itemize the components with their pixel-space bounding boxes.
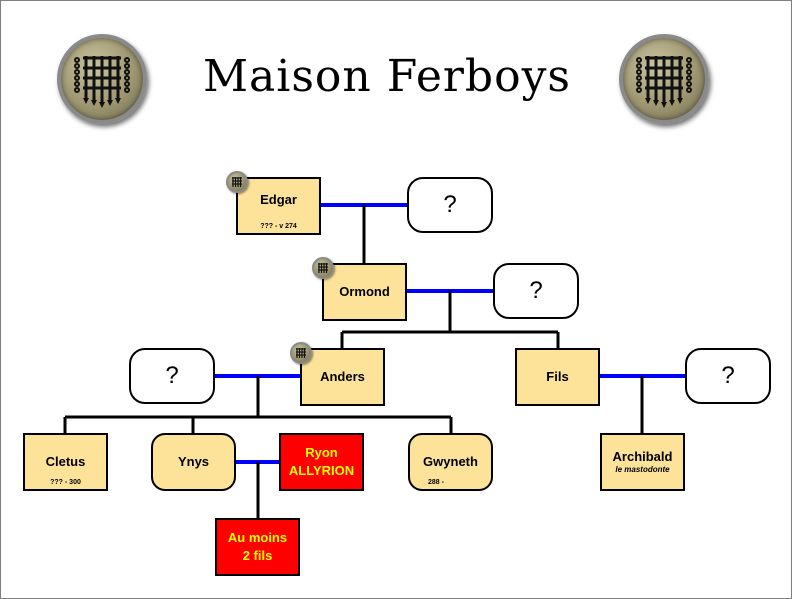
person-name: Archibald [612, 449, 673, 464]
person-name: Cletus [45, 454, 86, 469]
person-name-line2: 2 fils [242, 548, 273, 563]
unknown-spouse-ormond: ? [493, 263, 579, 319]
lord-badge-anders [290, 342, 312, 364]
house-emblem-right [619, 34, 709, 124]
unknown-spouse-edgar: ? [407, 177, 493, 233]
lord-badge-edgar [226, 171, 248, 193]
person-epithet: le mastodonte [615, 465, 670, 474]
person-archibald: Archibald le mastodonte [600, 433, 685, 491]
person-edgar: Edgar ??? - v 274 [236, 177, 321, 235]
person-name-line2: ALLYRION [288, 463, 355, 478]
person-name: Fils [546, 369, 569, 384]
person-name-line1: Ryon [305, 445, 338, 460]
person-dates: 288 - [428, 479, 444, 486]
person-cletus: Cletus ??? - 300 [23, 433, 108, 491]
lord-badge-ormond [312, 257, 334, 279]
unknown-spouse-anders: ? [129, 348, 215, 404]
person-au-moins-2-fils: Au moins 2 fils [215, 518, 300, 576]
person-fils: Fils [515, 348, 600, 406]
person-name-line1: Au moins [227, 530, 288, 545]
person-ynys: Ynys [151, 433, 236, 491]
portcullis-icon [318, 263, 328, 273]
unknown-spouse-fils: ? [685, 348, 771, 404]
person-dates: ??? - v 274 [260, 223, 297, 230]
person-name: Ynys [177, 454, 210, 469]
house-emblem-left [57, 34, 147, 124]
person-ryon-allyrion: Ryon ALLYRION [279, 433, 364, 491]
portcullis-icon [296, 348, 306, 358]
person-name: Anders [320, 369, 365, 384]
person-name: Gwyneth [423, 454, 478, 469]
person-dates: ??? - 300 [50, 479, 81, 486]
portcullis-icon [74, 56, 130, 108]
person-name: Edgar [260, 192, 297, 207]
portcullis-icon [636, 56, 692, 108]
person-anders: Anders [300, 348, 385, 406]
person-ormond: Ormond [322, 263, 407, 321]
person-name: Ormond [339, 284, 390, 299]
page-title: Maison Ferboys [202, 51, 572, 102]
person-gwyneth: Gwyneth 288 - [408, 433, 493, 491]
portcullis-icon [232, 177, 242, 187]
